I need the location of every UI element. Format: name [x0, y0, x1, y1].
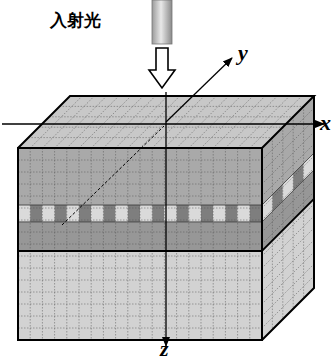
- axis-label: y: [238, 40, 248, 66]
- axis-label: z: [160, 336, 169, 362]
- axis-label: x: [320, 110, 331, 136]
- incident-light-label: 入射光: [50, 9, 101, 32]
